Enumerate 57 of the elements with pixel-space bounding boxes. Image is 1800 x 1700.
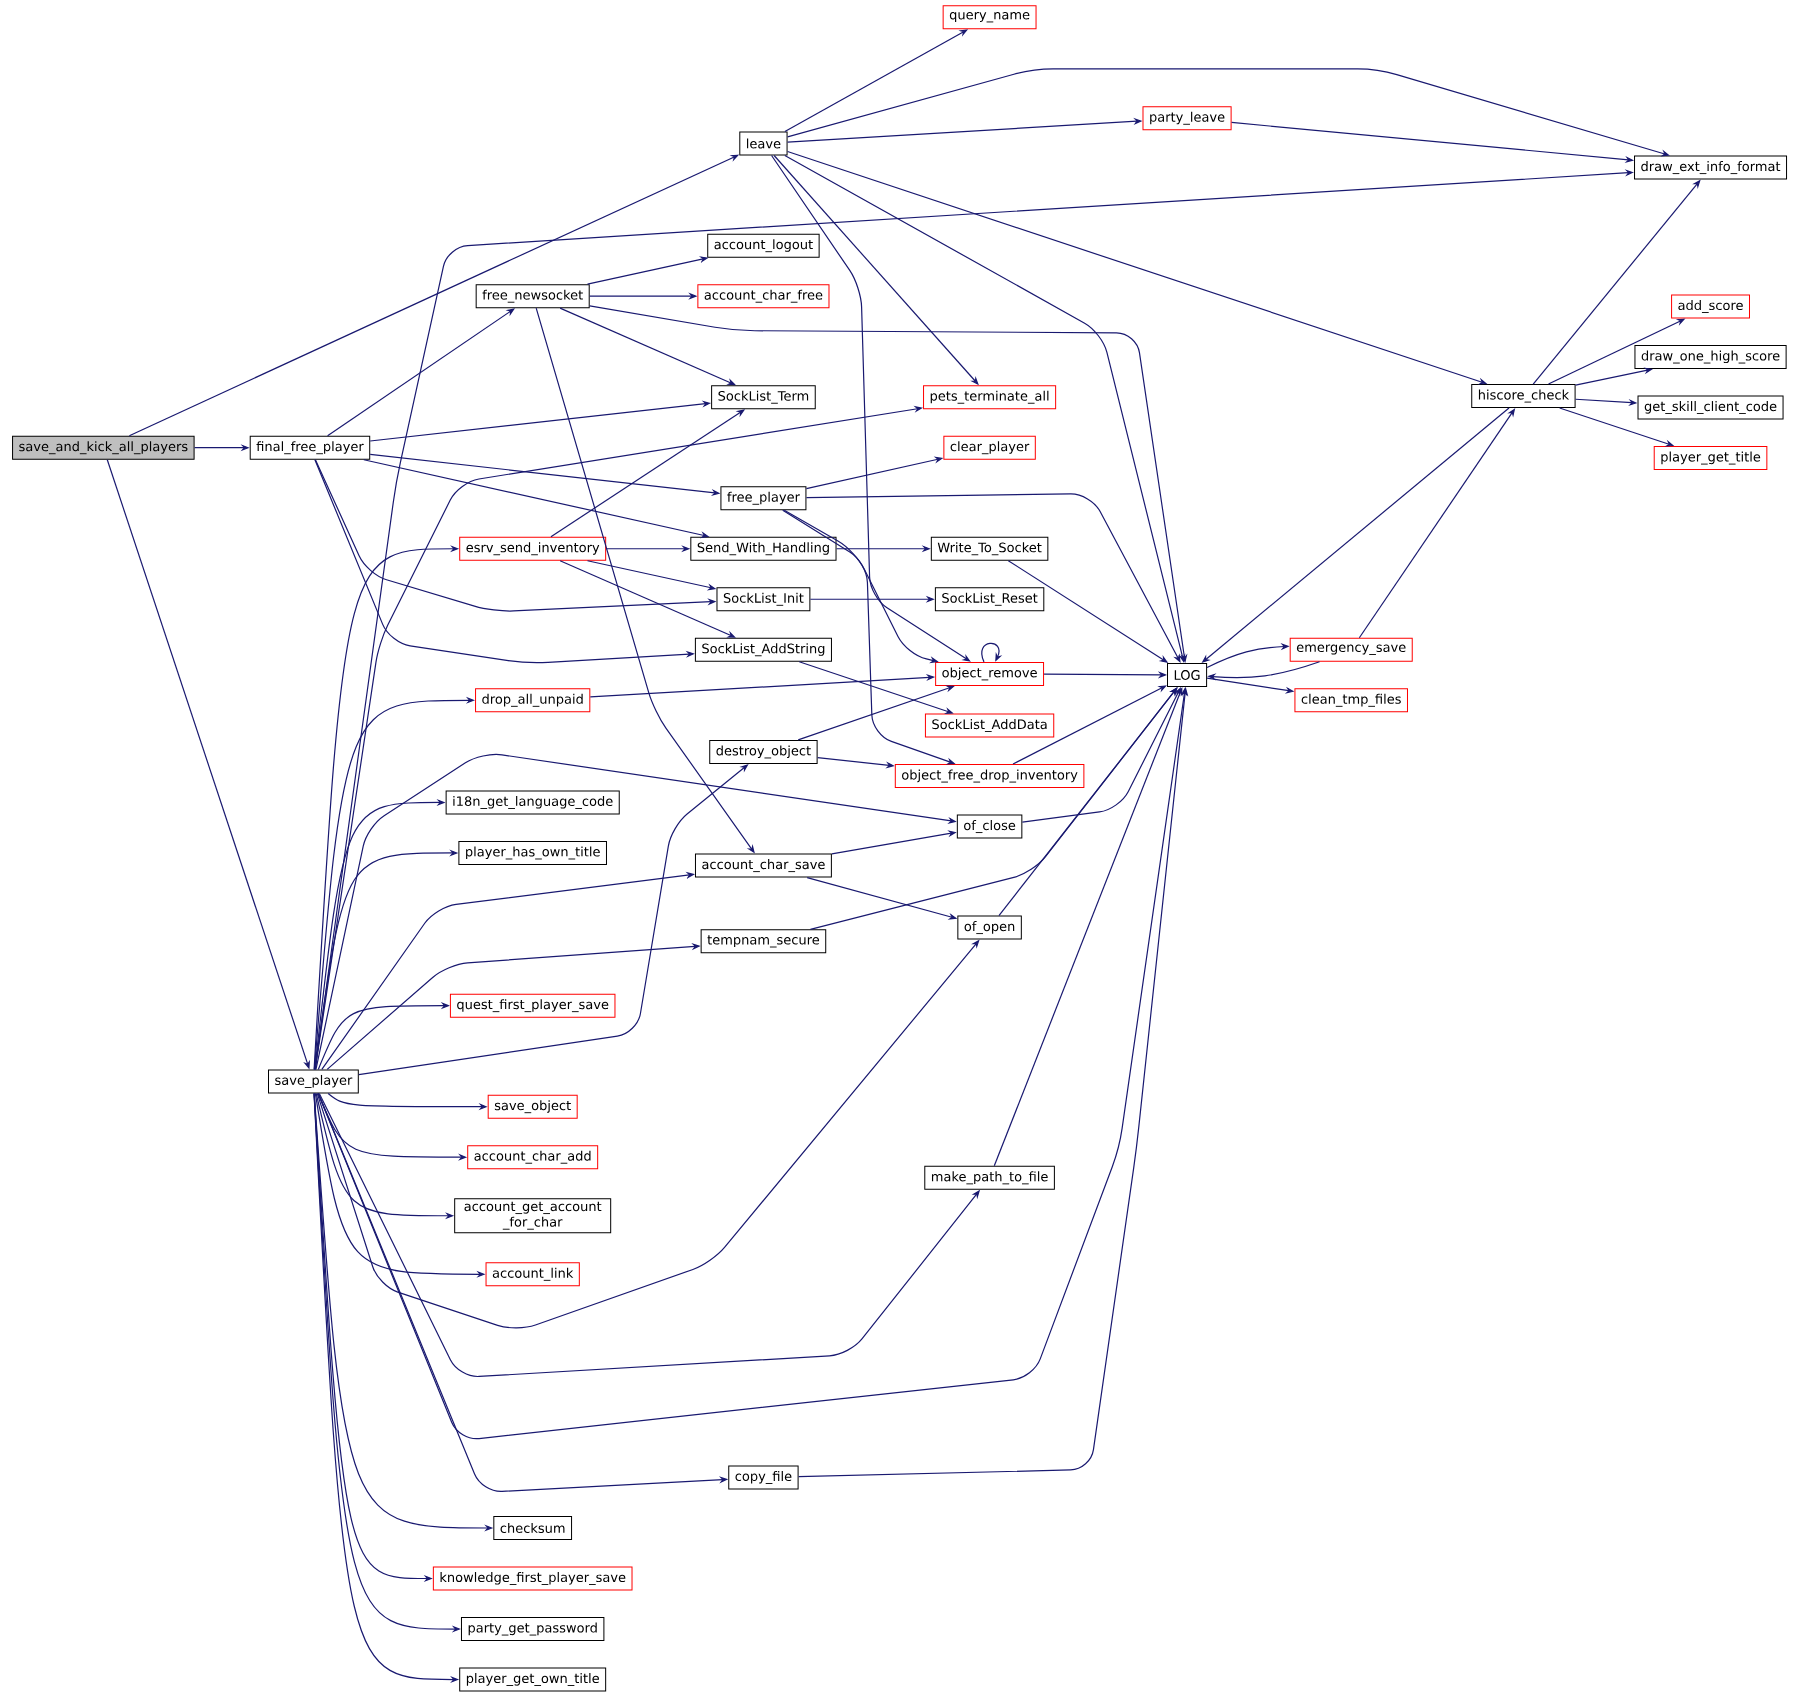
arrow (993, 687, 1183, 1167)
function-box: player_has_own_title (458, 840, 607, 865)
function-box: player_get_own_title (459, 1667, 607, 1692)
function-box: draw_one_high_score (1634, 345, 1787, 369)
function-box: get_skill_client_code (1637, 395, 1784, 420)
function-box: SockList_AddString (694, 637, 832, 662)
function-box: of_close (956, 814, 1023, 839)
function-box: LOG (1167, 663, 1208, 687)
arrow (805, 493, 1181, 663)
function-box: i18n_get_language_code (445, 790, 620, 815)
function-box: party_get_password (460, 1617, 605, 1642)
function-box: drop_all_unpaid (475, 688, 591, 713)
arrow (1021, 687, 1181, 823)
function-box: Write_To_Socket (930, 536, 1049, 561)
function-box: pets_terminate_all (923, 385, 1057, 410)
function-box: free_newsocket (475, 284, 590, 309)
function-box: hiscore_check (1471, 384, 1576, 409)
function-box: SockList_Init (716, 587, 811, 612)
function-box: Send_With_Handling (690, 536, 837, 561)
function-box: object_free_drop_inventory (894, 764, 1085, 789)
function-box: make_path_to_file (924, 1165, 1055, 1190)
arrow (771, 154, 971, 662)
function-box: save_and_kick_all_players (12, 435, 195, 460)
function-box: object_remove (935, 661, 1045, 686)
function-box: add_score (1671, 294, 1750, 319)
function-box: account_get_account _for_char (454, 1198, 612, 1234)
function-box: esrv_send_inventory (459, 536, 607, 561)
function-box: destroy_object (709, 739, 818, 764)
function-box: emergency_save (1289, 637, 1413, 662)
function-box: party_leave (1142, 106, 1232, 131)
function-box: account_link (485, 1262, 580, 1287)
function-box: account_logout (707, 233, 820, 258)
function-box: account_char_add (467, 1145, 599, 1170)
function-box: SockList_Term (711, 385, 816, 410)
arrow (998, 687, 1178, 917)
function-box: tempnam_secure (700, 929, 827, 954)
function-box: SockList_Reset (934, 587, 1045, 612)
function-box: leave (739, 131, 788, 156)
function-box: quest_first_player_save (449, 993, 616, 1018)
function-box: save_player (268, 1069, 359, 1094)
function-box: account_char_save (694, 853, 832, 878)
function-box: draw_ext_info_format (1634, 155, 1788, 180)
function-box: final_free_player (249, 435, 371, 460)
function-box: query_name (942, 5, 1037, 30)
arrow (1012, 685, 1167, 765)
function-box: player_get_title (1653, 446, 1768, 471)
function-box: checksum (493, 1516, 573, 1540)
function-box: save_object (487, 1094, 578, 1119)
arrow (981, 642, 1003, 663)
function-box: of_open (957, 915, 1022, 940)
function-box: clean_tmp_files (1294, 688, 1408, 713)
function-box: SockList_AddData (924, 713, 1055, 738)
function-box: copy_file (728, 1465, 799, 1490)
function-box: account_char_free (697, 284, 830, 309)
function-box: knowledge_first_player_save (432, 1566, 633, 1591)
function-box: clear_player (943, 435, 1036, 460)
function-box: free_player (720, 486, 807, 511)
